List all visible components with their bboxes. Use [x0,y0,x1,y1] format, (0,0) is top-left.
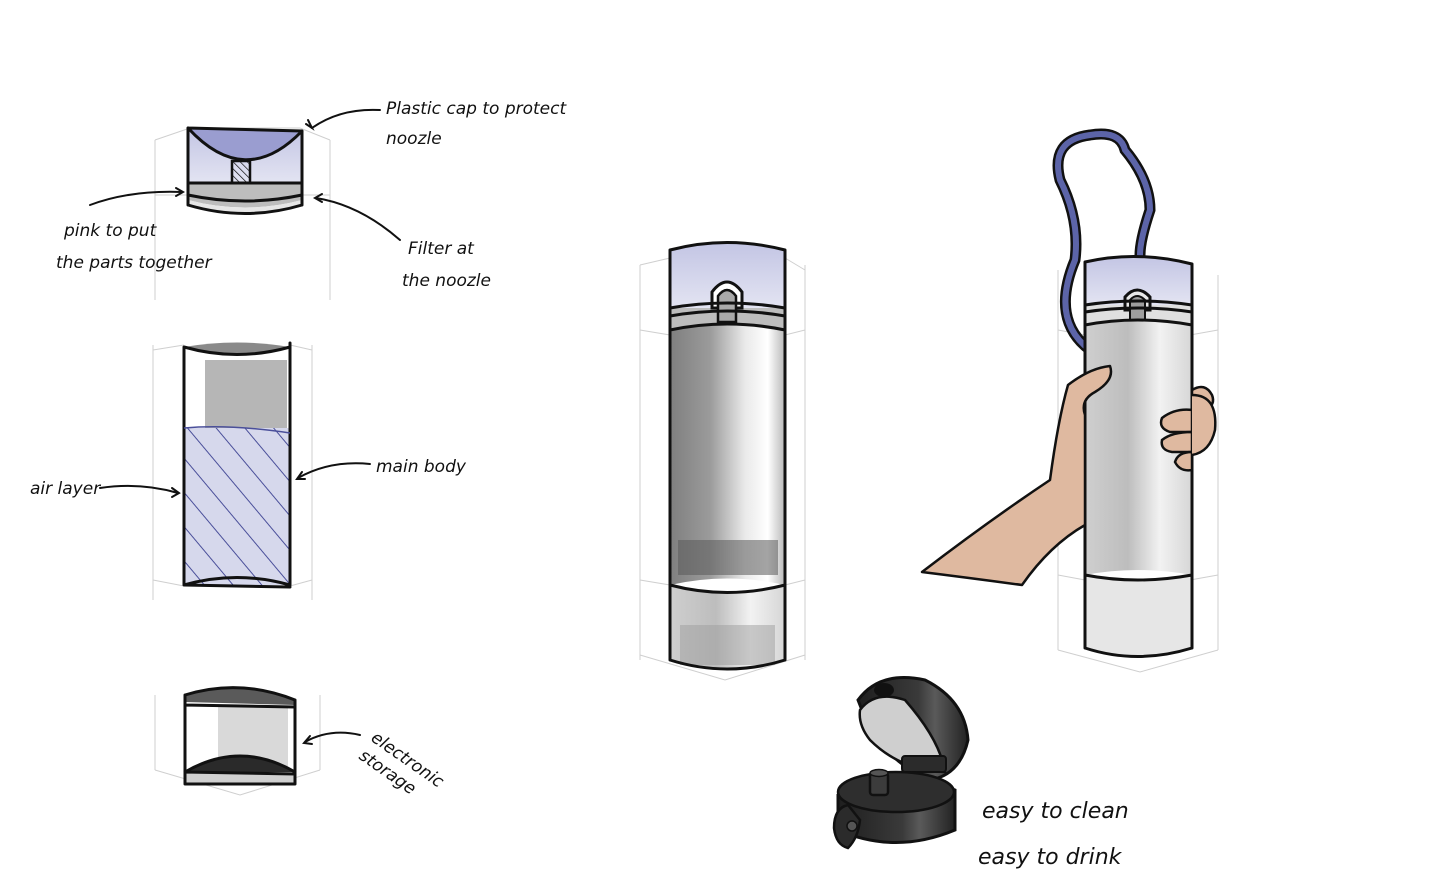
lid-hinge [901,755,947,773]
note-easy-to-clean: easy to clean [982,799,1129,824]
body-outline [182,341,292,589]
label-plastic-cap-line2: noozle [386,129,442,149]
arrow-air-layer [99,484,179,494]
base-outline [183,686,297,786]
exploded-main-body: air layer main body [30,341,467,600]
arm [920,364,1113,587]
label-filter-line2: the noozle [402,271,491,291]
lid-hook [874,683,894,697]
label-filter-line1: Filter at [408,239,475,259]
arrow-cap [311,108,381,129]
handheld-bottle [920,128,1219,673]
cap-outline [186,126,304,215]
bottle-cap [1085,256,1192,305]
arrow-main-body [297,462,371,479]
arrow-electronic-storage [304,731,361,743]
arrow-joint [89,190,183,206]
upper-shading [205,360,287,430]
label-plastic-cap-line1: Plastic cap to protect [386,99,567,119]
joint-ring [188,183,302,208]
label-main-body: main body [376,457,467,477]
note-easy-to-drink: easy to drink [978,845,1123,870]
bottle-body [1085,320,1192,575]
air-layer-hatch [184,428,290,585]
label-joint-line1: pink to put [63,221,158,241]
exploded-cap: Plastic cap to protect noozle pink to pu… [56,99,567,300]
arrow-filter [315,197,401,241]
lid-detail: easy to clean easy to drink [832,676,1129,870]
bottle-base [1085,575,1192,657]
fingers [1159,385,1217,472]
construction-guides [152,344,313,600]
bottle-outline [668,241,787,671]
construction-guides [639,257,806,681]
label-joint-line2: the parts together [56,253,213,273]
exploded-base: electronic storage [154,686,448,799]
bottle-body [670,324,785,585]
bottle-cap [670,242,785,308]
carry-strap [1055,131,1154,353]
assembled-bottle [639,241,806,681]
label-air-layer: air layer [30,479,101,499]
filter-block [230,159,252,185]
